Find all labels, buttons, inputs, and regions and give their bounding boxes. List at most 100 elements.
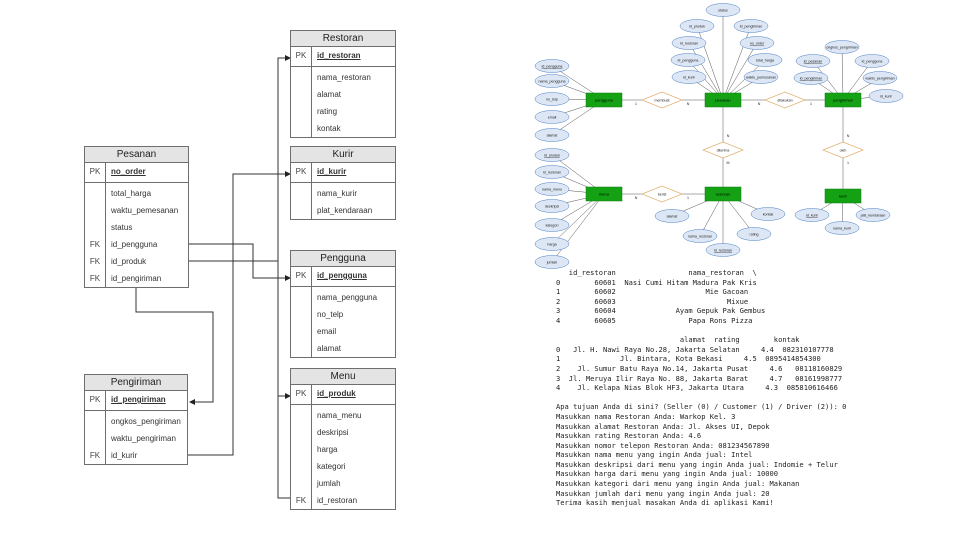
er-attribute-label: id_kurir [880, 94, 893, 98]
field-name: id_pengiriman [111, 274, 162, 283]
key-label: PK [295, 167, 307, 176]
console-line: Masukkan nama menu yang ingin Anda jual:… [556, 450, 753, 460]
field-name: id_kurir [317, 167, 347, 176]
er-attribute-label: no_order [750, 41, 765, 45]
console-line: 2 60603 Mixue [556, 296, 749, 306]
er-line [688, 42, 724, 101]
er-entity [824, 188, 862, 204]
console-line: Masukkan jumlah dari menu yang ingin And… [556, 488, 770, 498]
field-name: total_harga [111, 189, 152, 198]
table-row: rating [291, 103, 395, 120]
field-name: waktu_pengiriman [111, 434, 176, 443]
er-entity-label: kurir [839, 193, 847, 198]
er-entity [585, 186, 623, 202]
er-cardinality: M [727, 161, 730, 165]
er-attribute-label: id_pesanan [804, 59, 823, 63]
table-row: email [291, 323, 395, 340]
er-relationship [764, 91, 806, 109]
er-attribute [743, 70, 779, 84]
er-attribute [682, 229, 718, 243]
field-name: nama_kurir [317, 189, 358, 198]
table-title: Restoran [291, 31, 395, 47]
er-attribute [868, 89, 904, 103]
er-relationship-label: dilakukan [777, 98, 792, 102]
field-name: no_order [111, 167, 146, 176]
connector-pesanan-menu [189, 260, 291, 399]
field-name: harga [317, 445, 338, 454]
table-title: Pengiriman [85, 375, 187, 391]
er-attribute [736, 227, 772, 241]
er-attribute [534, 92, 570, 106]
er-line [551, 193, 605, 263]
er-attribute [534, 74, 570, 88]
er-relationship [641, 185, 683, 203]
er-attribute-label: nama_pengguna [539, 79, 566, 83]
field-name: nama_restoran [317, 73, 371, 82]
er-attribute [739, 36, 775, 50]
er-attribute [671, 70, 707, 84]
table-row: waktu_pemesanan [85, 202, 188, 219]
console-line: 0 60601 Nasi Cumi Hitam Madura Pak Kris [556, 277, 757, 287]
connector-pesanan-pengiriman [135, 287, 214, 405]
field-name: waktu_pemesanan [111, 206, 179, 215]
er-attribute [750, 207, 786, 221]
er-attribute-label: deskripsi [545, 204, 559, 208]
table-row: nama_restoran [291, 69, 395, 86]
er-attribute [534, 59, 570, 73]
table-row: nama_menu [291, 407, 395, 424]
er-cardinality: 1 [687, 196, 689, 200]
table-row: FK id_kurir [85, 447, 187, 464]
er-attribute-label: id_produk [544, 153, 560, 157]
key-label: FK [89, 451, 101, 460]
console-line: 1 Jl. Bintara, Kota Bekasi 4.5 089541485… [556, 354, 821, 364]
key-label: PK [295, 51, 307, 60]
er-attribute-label: id_kurir [683, 75, 696, 79]
er-attribute-label: id_pengiriman [740, 24, 763, 28]
console-line: Masukkan nama Restoran Anda: Warkop Kel.… [556, 411, 736, 421]
console-line: Masukkan nomor telepon Restoran Anda: 08… [556, 440, 770, 450]
er-attribute-label: id_kurir [806, 213, 819, 217]
key-label: FK [295, 496, 307, 505]
er-attribute [824, 221, 860, 235]
er-attribute [824, 40, 860, 54]
field-name: id_kurir [111, 451, 138, 460]
er-attribute [534, 165, 570, 179]
er-line [722, 42, 758, 101]
key-label: PK [295, 389, 307, 398]
key-label: PK [295, 271, 307, 280]
er-relationship-label: berisi [658, 192, 667, 196]
er-attribute-label: id_produk [689, 24, 705, 28]
field-name: id_pengguna [317, 271, 367, 280]
er-attribute-label: id_restoran [543, 170, 561, 174]
er-relationship-label: diterima [717, 148, 730, 152]
er-attribute [534, 199, 570, 213]
table-row: PK id_pengguna [291, 267, 395, 287]
er-cardinality: 1 [635, 102, 637, 106]
console-line: 0 Jl. H. Nawi Raya No.28, Jakarta Selata… [556, 344, 834, 354]
console-line: 4 Jl. Kelapa Nias Blok HF3, Jakarta Utar… [556, 383, 838, 393]
er-line [841, 46, 844, 101]
er-attribute-label: status [718, 8, 728, 12]
connector-pengiriman-kurir [188, 171, 291, 456]
er-attribute [671, 36, 707, 50]
er-attribute [794, 208, 830, 222]
er-attribute [862, 71, 898, 85]
field-name: kontak [317, 124, 341, 133]
er-attribute-label: id_restoran [680, 41, 698, 45]
er-relationship-label: oleh [840, 148, 847, 152]
table-row: total_harga [85, 185, 188, 202]
er-attribute [534, 148, 570, 162]
er-relationship [822, 141, 864, 159]
field-name: no_telp [317, 310, 344, 319]
er-entity-label: pengiriman [833, 97, 853, 102]
console-line: 2 Jl. Sumur Batu Raya No.14, Jakarta Pus… [556, 363, 843, 373]
er-attribute [534, 237, 570, 251]
er-attribute [795, 54, 831, 68]
